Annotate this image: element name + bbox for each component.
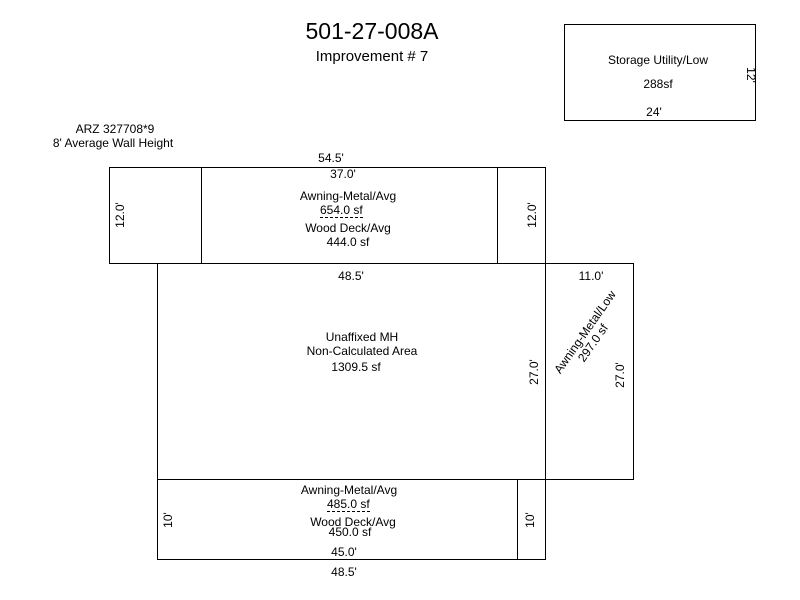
bottom-awning-area: 485.0 sf: [327, 497, 370, 512]
storage-width: 24': [646, 105, 662, 119]
bottom-overall-width: 48.5': [331, 565, 357, 579]
main-unit-width: 48.5': [338, 269, 364, 283]
improvement-subtitle: Improvement # 7: [315, 48, 429, 65]
bottom-awning-label: Awning-Metal/Avg: [300, 483, 398, 497]
top-awning-label: Awning-Metal/Avg: [299, 189, 397, 203]
side-awning-width: 11.0': [578, 269, 604, 283]
bottom-deck-area: 450.0 sf: [328, 525, 372, 539]
storage-height: 12': [744, 67, 758, 83]
storage-label: Storage Utility/Low: [607, 53, 709, 67]
storage-utility-box: [564, 24, 756, 121]
top-overall-width: 54.5': [318, 151, 344, 165]
arz-label: ARZ 327708*9: [75, 122, 155, 136]
top-deck-area: 444.0 sf: [326, 235, 370, 249]
bottom-inner-width: 45.0': [331, 545, 357, 559]
parcel-title: 501-27-008A: [305, 18, 439, 44]
bottom-left-depth: 10': [161, 512, 175, 528]
top-left-depth: 12.0': [113, 202, 127, 228]
main-unit-label: Unaffixed MH: [325, 330, 399, 344]
side-awning-depth: 27.0': [613, 362, 627, 388]
top-inner-width: 37.0': [330, 167, 356, 181]
bottom-deck-label: Wood Deck/Avg: [310, 515, 396, 529]
top-awning-area: 654.0 sf: [320, 203, 363, 218]
main-unit-depth: 27.0': [527, 359, 541, 385]
top-right-depth: 12.0': [525, 202, 539, 228]
storage-area: 288sf: [643, 77, 673, 91]
bottom-awning-area-text: 485.0 sf: [327, 497, 370, 512]
main-unit-sublabel: Non-Calculated Area: [306, 344, 418, 358]
bottom-right-depth: 10': [523, 512, 537, 528]
side-awning-box: [545, 263, 634, 480]
top-awning-area-text: 654.0 sf: [320, 203, 363, 218]
main-unit-area: 1309.5 sf: [331, 360, 381, 374]
top-deck-label: Wood Deck/Avg: [305, 221, 391, 235]
bottom-right-strip: [517, 479, 546, 560]
wall-height-label: 8' Average Wall Height: [52, 136, 174, 150]
